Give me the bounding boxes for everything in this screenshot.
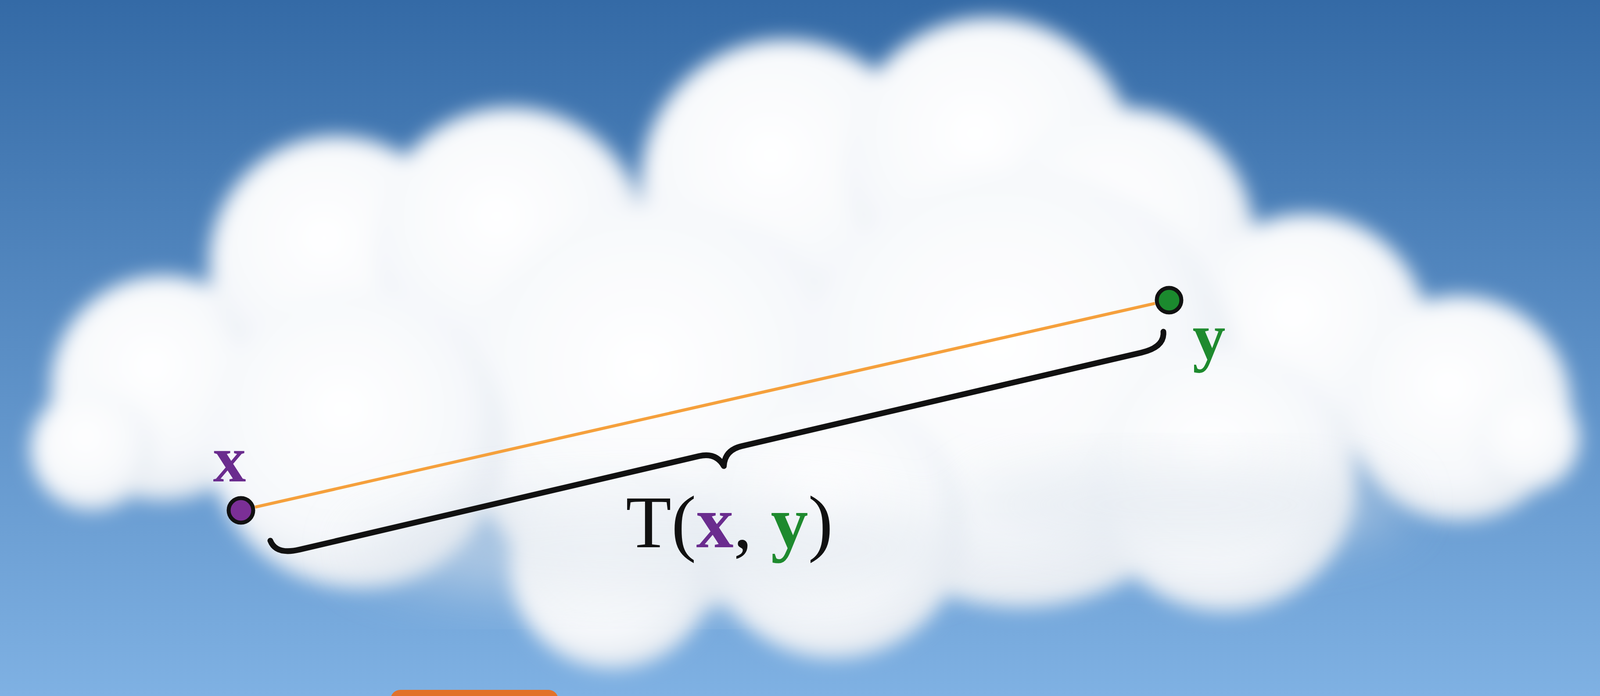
label-glyph: x (695, 480, 734, 564)
brace-label: T(x, y) (625, 481, 833, 564)
connecting-line (254, 303, 1156, 507)
label-glyph: T (625, 480, 672, 564)
label-glyph: ( (671, 480, 697, 564)
label-glyph: , (733, 480, 753, 564)
point-node: x (226, 495, 256, 525)
point-label: y (1192, 300, 1226, 374)
point-label: x (213, 423, 247, 496)
orange-tab (390, 689, 559, 696)
cloud-shading (351, 460, 1405, 602)
label-glyph: ) (807, 480, 833, 564)
point-node: y (1154, 285, 1184, 315)
point-dot (1156, 287, 1182, 313)
label-glyph: y (770, 480, 808, 564)
label-glyph (752, 480, 772, 564)
curly-brace (270, 331, 1171, 571)
point-marker (1154, 285, 1184, 315)
cloud-shape (30, 17, 1580, 669)
point-marker (226, 495, 256, 525)
point-dot (228, 498, 254, 523)
